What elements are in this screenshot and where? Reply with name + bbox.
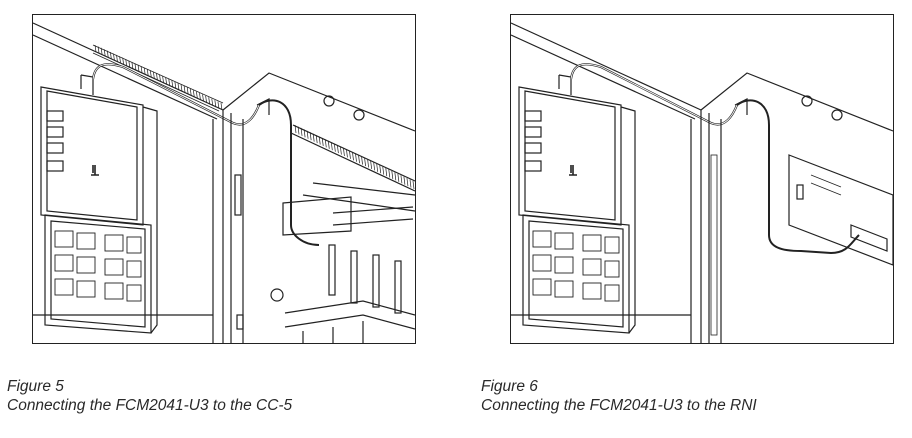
- figure-6-caption-text: Connecting the FCM2041-U3 to the RNI: [481, 397, 757, 414]
- fig5-fcm-module: [40, 74, 158, 334]
- fig6-line-drawing: [511, 22, 893, 343]
- fig6-rni-cabinet: [700, 72, 893, 343]
- figure-5-caption-text: Connecting the FCM2041-U3 to the CC-5: [7, 397, 293, 414]
- fig6-fcm-module: [518, 74, 636, 334]
- fig5-cc5-cabinet: [222, 72, 415, 343]
- figure-5-illustration: [32, 14, 416, 344]
- figure-6-caption: Figure 6 Connecting the FCM2041-U3 to th…: [481, 377, 757, 415]
- fig5-line-drawing: [33, 22, 415, 343]
- fig6-rni-board: [788, 154, 893, 266]
- rail-hatching: [294, 124, 415, 190]
- rail-hatching: [94, 44, 223, 111]
- fig5-top-rail: [92, 44, 224, 112]
- figure-6-illustration: [510, 14, 894, 344]
- figure-5-caption: Figure 5 Connecting the FCM2041-U3 to th…: [7, 377, 292, 415]
- figure-6-label: Figure 6: [481, 378, 538, 395]
- figure-5-label: Figure 5: [7, 378, 64, 395]
